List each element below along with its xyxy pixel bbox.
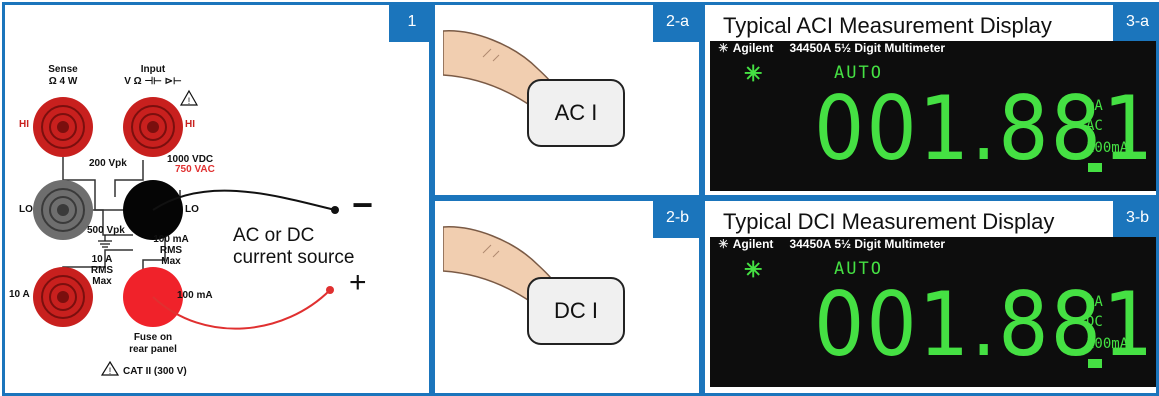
a10-rms-label: 10 A (92, 254, 113, 265)
rms1-label: RMS (160, 245, 183, 256)
range-label: 100mA (1086, 336, 1129, 352)
range-label: 100mA (1086, 140, 1129, 156)
unit-label: mA (1086, 98, 1103, 114)
svg-text:!: ! (109, 366, 112, 376)
source-label-1: AC or DC (233, 225, 314, 246)
lcd-header: ☀Agilent 34450A 5½ Digit Multimeter (718, 237, 945, 251)
dci-lcd-screen: ☀Agilent 34450A 5½ Digit Multimeter ✳ AUT… (710, 237, 1156, 387)
step-badge-3b: 3-b (1113, 198, 1159, 238)
panel-wiring-diagram: 1 (2, 2, 435, 396)
panel-dci-display: 3-b Typical DCI Measurement Display ☀Agi… (702, 198, 1159, 396)
10a-terminal (33, 267, 93, 327)
sense-hi-terminal (33, 97, 93, 157)
step-badge-2b: 2-b (653, 198, 702, 238)
max2-label: Max (92, 276, 112, 287)
vpk500-label: 500 Vpk (87, 225, 125, 236)
auto-indicator: AUTO (834, 259, 883, 279)
panel-ac-key: 2-a AC I (432, 2, 702, 198)
mode-label: AC (1086, 118, 1103, 134)
panel-dc-key: 2-b DC I (432, 198, 702, 396)
vac750-label: 750 VAC (175, 164, 215, 175)
plus-sign: + (349, 266, 367, 299)
dc-i-key[interactable]: DC I (527, 277, 625, 345)
asterisk-icon: ✳ (744, 61, 763, 86)
hi-left-label: HI (19, 119, 29, 130)
a10-label: 10 A (9, 289, 30, 300)
model-label: 34450A 5½ Digit Multimeter (789, 237, 946, 251)
shift-icon (1088, 163, 1102, 172)
main-reading: 001.881 (814, 77, 1156, 180)
sense-sub-label: Ω 4 W (49, 76, 78, 87)
sense-lo-terminal (33, 180, 93, 240)
step-badge-1: 1 (389, 2, 435, 42)
hi-right-label: HI (185, 119, 195, 130)
ac-i-key[interactable]: AC I (527, 79, 625, 147)
lcd-header: ☀Agilent 34450A 5½ Digit Multimeter (718, 41, 945, 55)
max1-label: Max (161, 256, 181, 267)
panel-aci-display: 3-a Typical ACI Measurement Display ☀Agi… (702, 2, 1159, 198)
source-label-2: current source (233, 247, 354, 268)
lo-left-label: LO (19, 204, 33, 215)
minus-sign: − (352, 184, 373, 225)
sense-label: Sense (48, 64, 78, 75)
aci-display-title: Typical ACI Measurement Display (723, 13, 1052, 38)
lo-right-label: LO (185, 204, 199, 215)
ground-icon (98, 235, 112, 248)
input-label: Input (141, 64, 166, 75)
svg-text:!: ! (188, 96, 191, 106)
aci-lcd-screen: ☀Agilent 34450A 5½ Digit Multimeter ✳ AUT… (710, 41, 1156, 191)
step-badge-3a: 3-a (1113, 2, 1159, 42)
ma100-rms-label: 100 mA (153, 234, 189, 245)
terminal-diagram: ! ! Sense Ω 4 W Input V Ω ⊣⊢ ⊳⊢ HI HI 20… (9, 64, 373, 377)
unit-label: mA (1086, 294, 1103, 310)
step-badge-2a: 2-a (653, 2, 702, 42)
warning-triangle-icon: ! (179, 89, 199, 106)
dci-display-title: Typical DCI Measurement Display (723, 209, 1055, 234)
cat-warning-icon: ! (100, 360, 120, 376)
main-reading: 001.881 (814, 273, 1156, 376)
auto-indicator: AUTO (834, 63, 883, 83)
vpk200-label: 200 Vpk (89, 158, 127, 169)
vdc1000-label: 1000 VDC (167, 154, 213, 165)
input-sub-label: V Ω ⊣⊢ ⊳⊢ (124, 76, 182, 87)
shift-icon (1088, 359, 1102, 368)
black-test-lead (152, 189, 336, 211)
agilent-spark-icon: ☀ (718, 237, 729, 251)
asterisk-icon: ✳ (744, 257, 763, 282)
fuse-label-1: Fuse on (134, 332, 172, 343)
ma100-label: 100 mA (177, 290, 213, 301)
rms2-label: RMS (91, 265, 114, 276)
fuse-label-2: rear panel (129, 344, 177, 355)
red-test-lead (152, 289, 331, 330)
brand-label: Agilent (732, 41, 774, 55)
brand-label: Agilent (732, 237, 774, 251)
agilent-spark-icon: ☀ (718, 41, 729, 55)
cat-label: CAT II (300 V) (123, 366, 187, 377)
model-label: 34450A 5½ Digit Multimeter (789, 41, 946, 55)
mode-label: DC (1086, 314, 1103, 330)
input-hi-terminal (123, 97, 183, 157)
